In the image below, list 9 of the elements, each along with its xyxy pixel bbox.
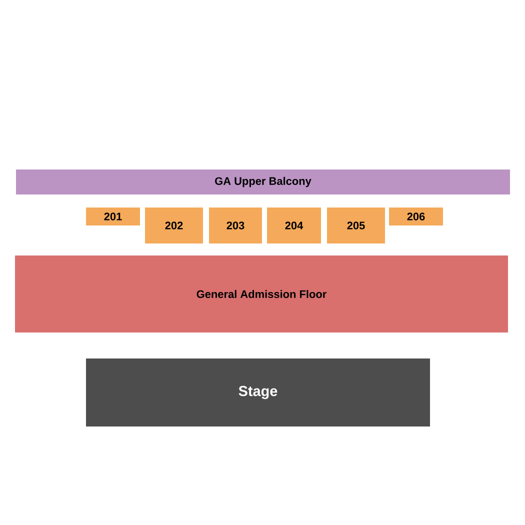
seating-section: 202 <box>145 208 203 244</box>
seating-section: 201 <box>86 208 140 226</box>
seating-section: 203 <box>209 208 262 244</box>
balcony-section: GA Upper Balcony <box>16 170 510 194</box>
seating-section: 206 <box>389 208 443 226</box>
seating-section: 204 <box>267 208 321 244</box>
floor-section: General Admission Floor <box>15 256 508 332</box>
seating-section: 205 <box>327 208 385 244</box>
stage: Stage <box>86 358 430 426</box>
